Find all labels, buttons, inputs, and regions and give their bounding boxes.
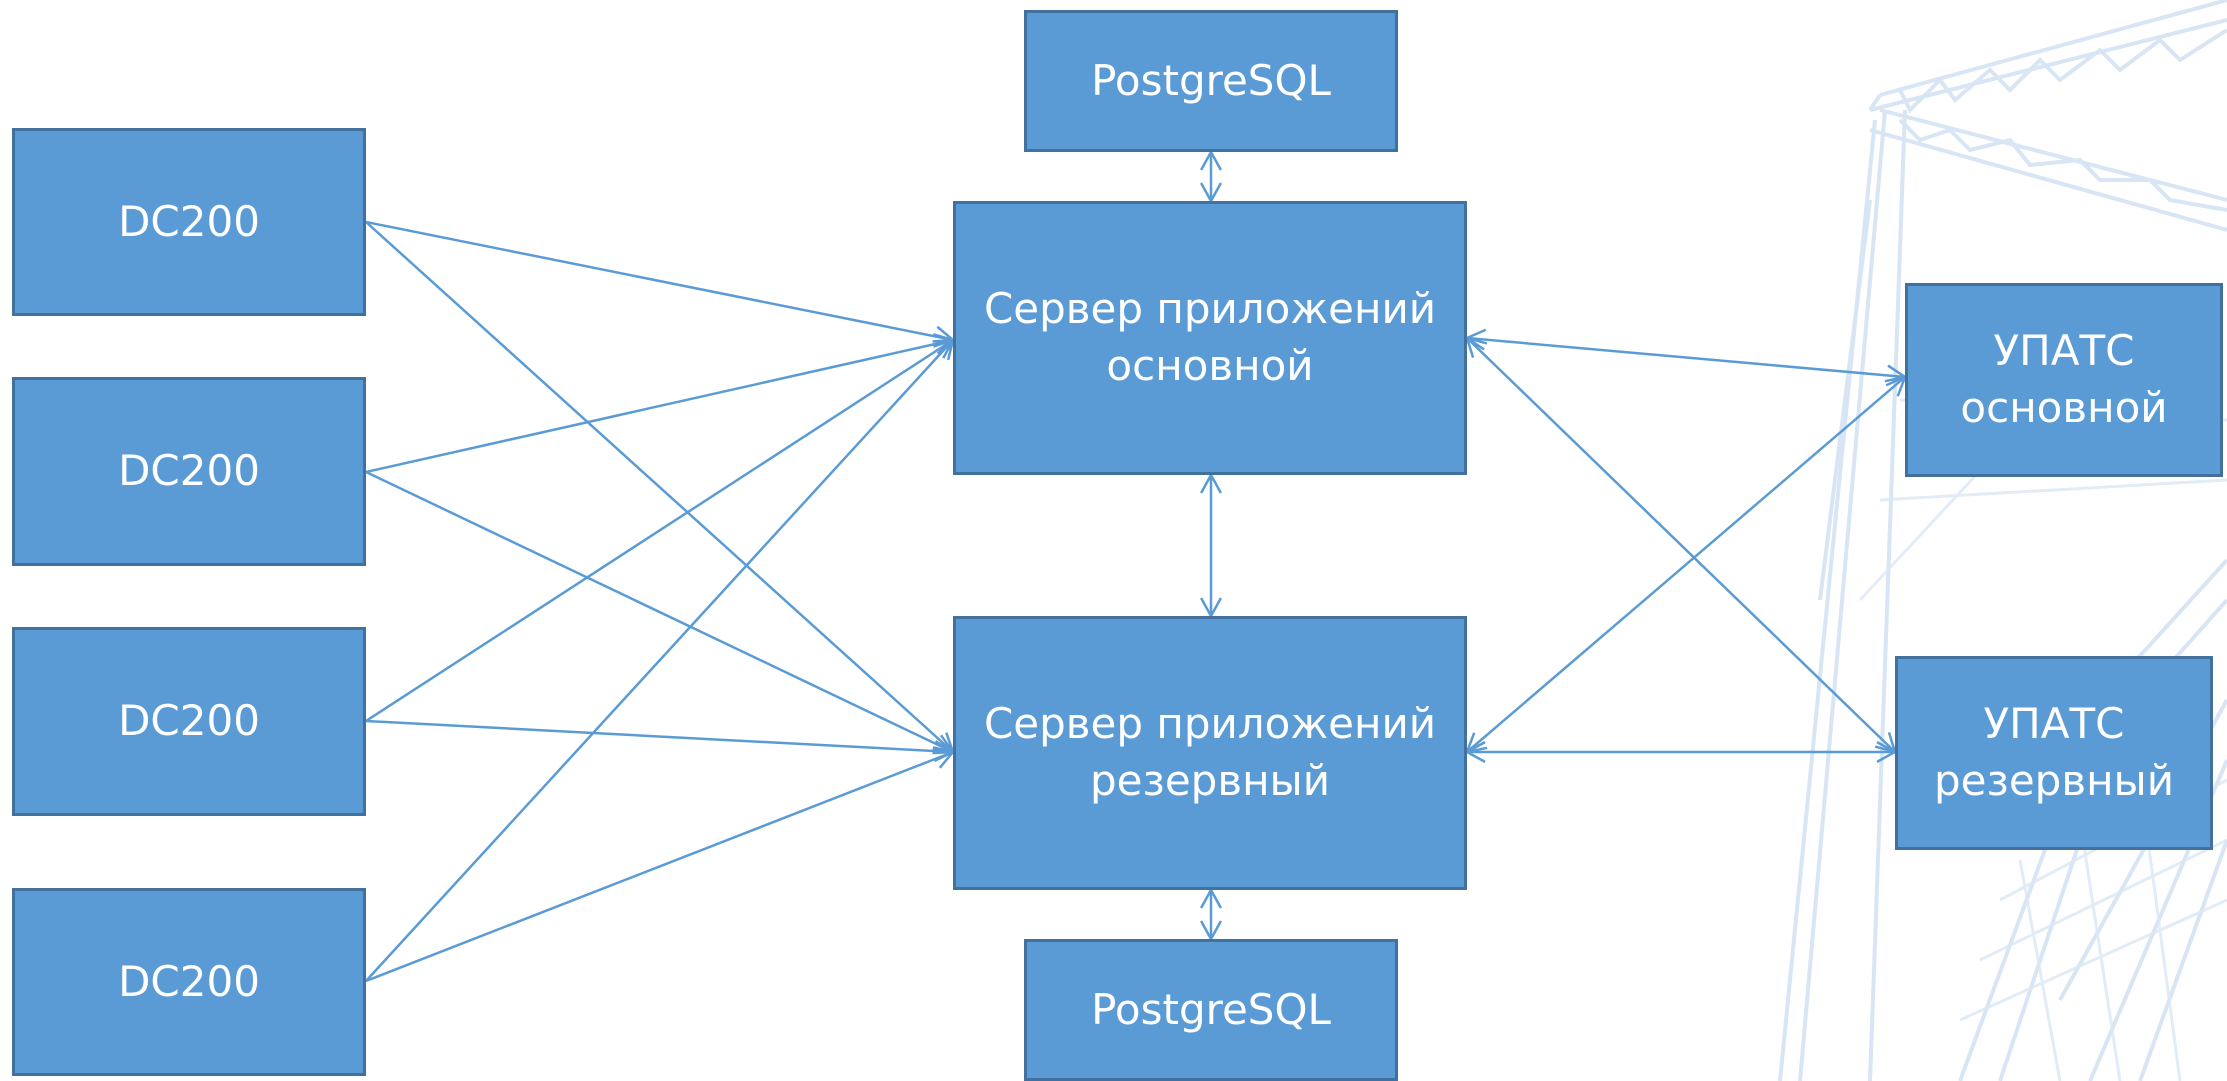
dc200-node-1: DC200 [12, 128, 366, 316]
connector-dc4-srv_main [365, 339, 954, 982]
postgresql-bottom-node: PostgreSQL [1024, 939, 1398, 1081]
connector-srv_backup-upats_main [1466, 376, 1906, 753]
connector-dc3-srv_main [365, 338, 954, 723]
connector-srv_main-upats_main [1466, 336, 1906, 379]
upats-backup-node: УПАТС резервный [1895, 656, 2213, 850]
arrowhead-srv_backup-upats_backup-1 [1464, 741, 1486, 763]
dc200-node-4: DC200 [12, 888, 366, 1076]
connector-srv_main-upats_backup [1466, 337, 1896, 753]
dc200-node-2: DC200 [12, 377, 366, 566]
arrowhead-srv_main-srv_backup-1 [1200, 472, 1222, 494]
dc200-node-3: DC200 [12, 627, 366, 816]
connector-dc2-srv_backup [365, 470, 954, 754]
postgresql-top-node: PostgreSQL [1024, 10, 1398, 152]
arrowhead-pg_top-srv_main-1 [1200, 149, 1222, 171]
app-server-backup-node: Сервер приложений резервный [953, 616, 1467, 890]
connector-dc4-srv_backup [365, 750, 954, 983]
connector-dc1-srv_backup [365, 221, 954, 753]
arrowhead-srv_main-upats_backup-1 [1465, 336, 1488, 358]
connector-dc3-srv_backup [365, 719, 954, 754]
connector-dc1-srv_main [365, 220, 954, 342]
arrowhead-srv_backup-pg_bottom-1 [1200, 887, 1222, 909]
connector-dc2-srv_main [365, 338, 954, 474]
app-server-main-node: Сервер приложений основной [953, 201, 1467, 475]
upats-main-node: УПАТС основной [1905, 283, 2223, 477]
